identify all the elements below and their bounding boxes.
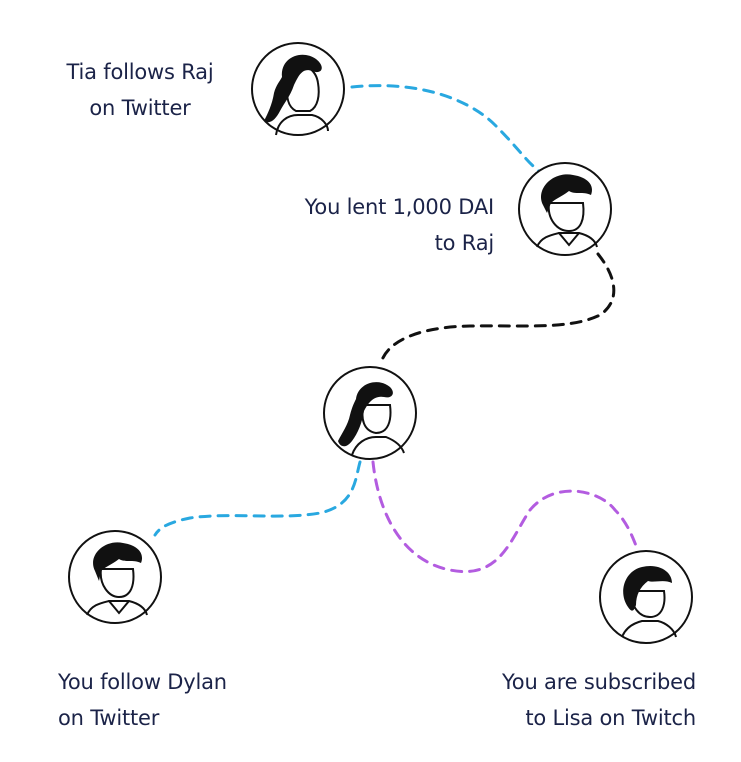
lending-link-raj-you	[380, 252, 616, 362]
lisa-label-line1: You are subscribed	[501, 670, 696, 694]
raj-label: You lent 1,000 DAI to Raj	[250, 189, 495, 261]
dylan-label: You follow Dylan on Twitter	[58, 664, 298, 736]
twitch-link-you-lisa	[371, 460, 640, 573]
person-avatar-icon	[621, 565, 677, 638]
raj-label-line2: to Raj	[434, 231, 495, 255]
tia-label-line1: Tia follows Raj	[66, 60, 214, 84]
tia-avatar	[251, 42, 345, 136]
raj-avatar	[518, 162, 612, 256]
tia-label-line2: on Twitter	[89, 96, 191, 120]
woman-avatar-icon	[338, 382, 405, 456]
twitter-link-you-dylan	[153, 460, 362, 537]
lisa-label-line2: to Lisa on Twitch	[525, 706, 696, 730]
tia-label: Tia follows Raj on Twitter	[40, 54, 240, 126]
you-avatar	[323, 366, 417, 460]
twitter-link-tia-raj	[350, 84, 542, 174]
dylan-label-line1: You follow Dylan	[58, 670, 227, 694]
dylan-label-line2: on Twitter	[58, 706, 160, 730]
woman-avatar-icon	[264, 54, 329, 136]
lisa-label: You are subscribed to Lisa on Twitch	[420, 664, 696, 736]
man-avatar-icon	[536, 174, 598, 248]
raj-label-line1: You lent 1,000 DAI	[304, 195, 495, 219]
lisa-avatar	[599, 550, 693, 644]
dylan-avatar	[68, 530, 162, 624]
man-avatar-icon	[86, 542, 148, 616]
